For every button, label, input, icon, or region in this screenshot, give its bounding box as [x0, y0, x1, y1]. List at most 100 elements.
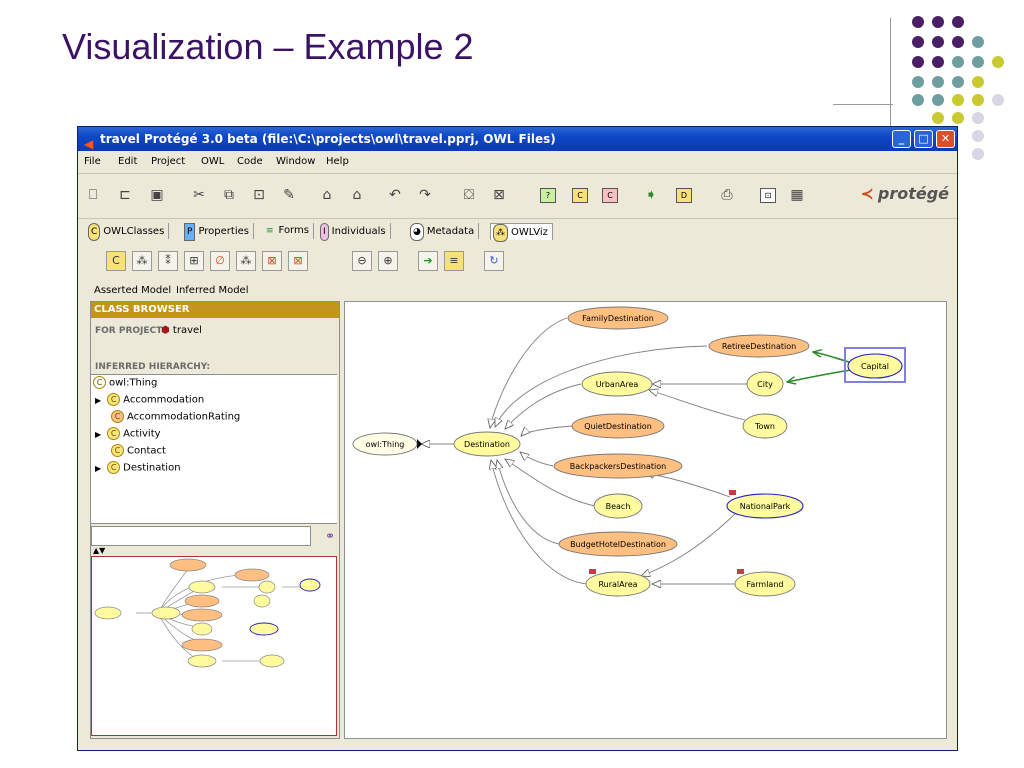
menu-file[interactable]: File	[84, 156, 101, 167]
class-icon[interactable]: C	[572, 188, 588, 203]
node-retireedestination[interactable]: RetireeDestination	[708, 334, 810, 358]
maximize-button[interactable]: □	[914, 130, 933, 148]
menu-window[interactable]: Window	[276, 156, 316, 167]
svg-text:RetireeDestination: RetireeDestination	[722, 342, 796, 351]
menu-bar: File Edit Project OWL Code Window Help	[78, 153, 957, 171]
create-subclass-icon[interactable]: ⌂	[352, 187, 362, 203]
graph-overview[interactable]	[91, 556, 337, 736]
clear-graph-icon[interactable]: ⊠	[288, 251, 308, 271]
show-subclasses-icon[interactable]: ⁂	[132, 251, 152, 271]
node-budgethoteldestination[interactable]: BudgetHotelDestination	[558, 531, 678, 557]
svg-text:Farmland: Farmland	[747, 580, 784, 589]
node-quietdestination[interactable]: QuietDestination	[571, 413, 665, 439]
node-familydestination[interactable]: FamilyDestination	[567, 306, 669, 330]
query-icon[interactable]: ?	[540, 188, 556, 203]
minimize-button[interactable]: _	[892, 130, 911, 148]
hide-class-icon[interactable]: ∅	[210, 251, 230, 271]
node-ruralarea[interactable]: RuralArea	[585, 569, 651, 597]
node-nationalpark[interactable]: NationalPark	[726, 490, 804, 519]
node-backpackersdestination[interactable]: BackpackersDestination	[553, 453, 683, 479]
binoculars-icon[interactable]: ⚭	[324, 529, 335, 543]
node-town[interactable]: Town	[742, 413, 788, 439]
node-city[interactable]: City	[746, 371, 784, 397]
hierarchy-label: INFERRED HIERARCHY:	[95, 362, 211, 372]
open-project-icon[interactable]: ⊏	[119, 187, 131, 203]
class-icon: C	[93, 376, 106, 389]
class-search-input[interactable]	[91, 526, 311, 546]
node-owl-thing[interactable]: owl:Thing	[352, 432, 418, 456]
hide-subclasses-icon[interactable]: ⁂	[236, 251, 256, 271]
save-project-icon[interactable]: ▣	[150, 187, 164, 203]
menu-help[interactable]: Help	[326, 156, 349, 167]
svg-text:Beach: Beach	[606, 502, 631, 511]
node-destination[interactable]: Destination	[453, 431, 521, 457]
tab-owlviz[interactable]: ⁂OWLViz	[490, 223, 553, 242]
graph-nodes: owl:Thing Destination FamilyDestination …	[352, 306, 903, 597]
show-class-icon[interactable]: C	[106, 251, 126, 271]
menu-owl[interactable]: OWL	[201, 156, 225, 167]
edge-retiree-destination	[494, 345, 708, 427]
form-icon[interactable]: ⊡	[760, 188, 776, 203]
copy-icon[interactable]: ⧉	[224, 187, 234, 203]
owlclasses-icon: C	[88, 223, 101, 241]
property-icon[interactable]: C	[602, 188, 618, 203]
individuals-icon: I	[320, 223, 329, 241]
arrow-right-icon[interactable]: ➧	[645, 187, 657, 203]
create-class-icon[interactable]: ⌂	[322, 187, 332, 203]
edit-icon[interactable]: ✎	[283, 187, 295, 203]
owlviz-toolbar: C ⁂ ⁑ ⊞ ∅ ⁂ ⊠ ⊠ ⊖ ⊕ ➔ ≡ ↻	[84, 247, 951, 281]
cut-icon[interactable]: ✂	[193, 187, 205, 203]
tab-metadata[interactable]: ◕Metadata	[408, 223, 480, 241]
overview-toggle[interactable]: ▲▼	[93, 546, 106, 555]
node-capital[interactable]: Capital	[847, 353, 903, 379]
protege-app-icon: ◀	[84, 137, 94, 151]
new-project-icon[interactable]: ⎕	[88, 187, 98, 203]
project-name: ⬢ travel	[161, 325, 202, 336]
tab-forms[interactable]: ≡Forms	[262, 223, 314, 239]
refresh-icon[interactable]: ↻	[484, 251, 504, 271]
window-titlebar[interactable]: ◀ travel Protégé 3.0 beta (file:\C:\proj…	[78, 127, 957, 151]
node-urbanarea[interactable]: UrbanArea	[581, 371, 653, 397]
redo-icon[interactable]: ↷	[419, 187, 431, 203]
table-icon[interactable]: ▦	[790, 187, 804, 203]
menu-edit[interactable]: Edit	[118, 156, 138, 167]
class-icon: C	[111, 444, 124, 457]
export-image-icon[interactable]: ➔	[418, 251, 438, 271]
owlviz-graph-canvas[interactable]: owl:Thing Destination FamilyDestination …	[344, 301, 947, 739]
svg-text:BackpackersDestination: BackpackersDestination	[570, 462, 666, 471]
node-farmland[interactable]: Farmland	[734, 569, 796, 597]
undo-icon[interactable]: ↶	[389, 187, 401, 203]
hide-all-icon[interactable]: ⊠	[262, 251, 282, 271]
node-beach[interactable]: Beach	[593, 493, 643, 519]
protege-logo-mark: ≺	[860, 184, 874, 203]
zoom-out-icon[interactable]: ⊖	[352, 251, 372, 271]
tab-inferred-model[interactable]: Inferred Model	[176, 285, 249, 296]
classify-icon[interactable]: ⛋	[463, 187, 475, 203]
zoom-in-icon[interactable]: ⊕	[378, 251, 398, 271]
check-consistency-icon[interactable]: ⊠	[493, 187, 505, 203]
paste-icon[interactable]: ⊡	[253, 187, 265, 203]
svg-text:owl:Thing: owl:Thing	[366, 440, 405, 449]
doc-icon[interactable]: D	[676, 188, 692, 203]
svg-text:NationalPark: NationalPark	[740, 502, 791, 511]
tab-asserted-model[interactable]: Asserted Model	[94, 285, 172, 296]
menu-code[interactable]: Code	[237, 156, 263, 167]
close-button[interactable]: ✕	[936, 130, 955, 148]
main-toolbar: ⎕ ⊏ ▣ ✂ ⧉ ⊡ ✎ ⌂ ⌂ ↶ ↷ ⛋ ⊠ ? C C ➧ D ⎙ ⊡ …	[78, 173, 957, 219]
expand-icon: ▶	[95, 429, 102, 439]
options-icon[interactable]: ≡	[444, 251, 464, 271]
show-superclasses-icon[interactable]: ⁑	[158, 251, 178, 271]
show-all-icon[interactable]: ⊞	[184, 251, 204, 271]
menu-project[interactable]: Project	[151, 156, 186, 167]
export-icon[interactable]: ⎙	[721, 187, 733, 203]
